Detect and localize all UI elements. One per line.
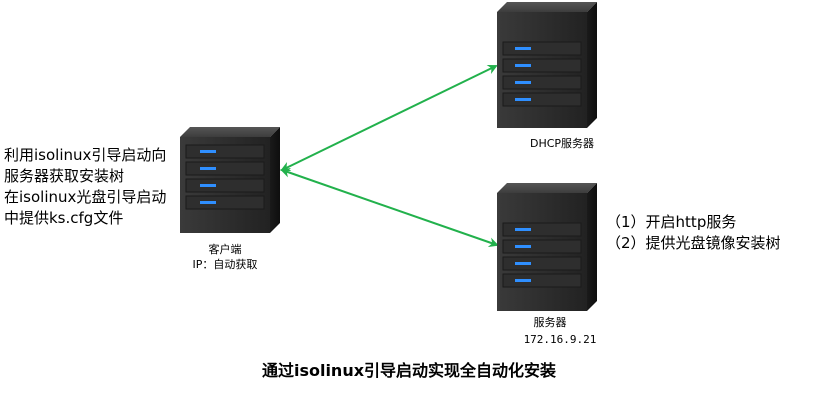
server-note-line: （1）开启http服务 xyxy=(606,213,737,231)
server-ip: 172.16.9.21 xyxy=(523,333,597,346)
client-note-line: 在isolinux光盘引导启动 xyxy=(4,188,167,206)
client-note-line: 利用isolinux引导启动向 xyxy=(4,146,167,164)
client-note: 利用isolinux引导启动向 服务器获取安装树 在isolinux光盘引导启动… xyxy=(4,145,166,229)
arrow-client-server xyxy=(280,167,499,248)
diagram-caption: 通过isolinux引导启动实现全自动化安装 xyxy=(261,361,557,380)
client-note-line: 服务器获取安装树 xyxy=(4,167,125,185)
client-ip-label: IP：自动获取 xyxy=(192,258,258,271)
dhcp-label: DHCP服务器 xyxy=(529,137,595,150)
client-server-icon xyxy=(180,127,280,233)
server-note: （1）开启http服务 （2）提供光盘镜像安装树 xyxy=(606,212,781,254)
server-label: 服务器 xyxy=(533,316,567,329)
install-server-icon xyxy=(497,183,597,311)
client-label: 客户端 xyxy=(208,243,242,256)
server-note-line: （2）提供光盘镜像安装树 xyxy=(606,234,781,252)
dhcp-server-icon xyxy=(497,2,597,128)
client-note-line: 中提供ks.cfg文件 xyxy=(4,209,124,227)
arrow-client-dhcp xyxy=(280,64,498,172)
